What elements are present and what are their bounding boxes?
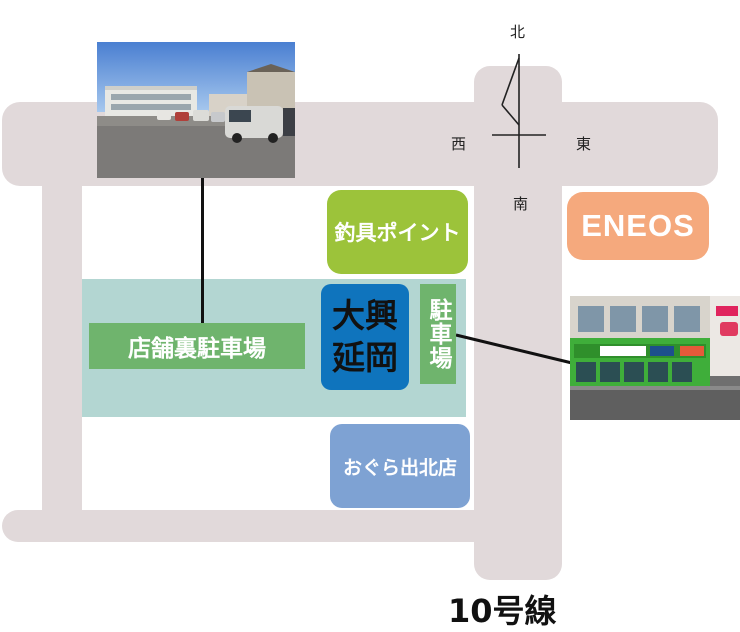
route-10-label: 10号線 — [448, 592, 557, 630]
parking-connector-line — [455, 333, 573, 365]
compass-south: 南 — [513, 195, 529, 213]
back-parking-label: 店舗裏駐車場 — [89, 323, 305, 369]
eneos-label: ENEOS — [567, 192, 709, 260]
back-parking-photo — [97, 42, 295, 178]
parking-label: 駐車場 — [420, 284, 456, 384]
taiko-nobeoka-label: 大興 延岡 — [321, 284, 409, 390]
compass-east: 東 — [576, 135, 592, 153]
route-10-road — [474, 66, 562, 580]
compass-west: 西 — [451, 135, 467, 153]
storefront-photo — [570, 296, 740, 420]
bottom-road — [2, 510, 558, 542]
left-road — [42, 150, 82, 540]
ogura-label: おぐら出北店 — [330, 424, 470, 508]
taiko-line1: 大興 — [332, 296, 398, 335]
back-parking-connector-line — [201, 178, 204, 324]
compass-north: 北 — [510, 23, 526, 41]
compass-arrow-icon — [492, 54, 546, 168]
taiko-line2: 延岡 — [332, 338, 398, 377]
tsurigu-point-label: 釣具ポイント — [327, 190, 468, 274]
